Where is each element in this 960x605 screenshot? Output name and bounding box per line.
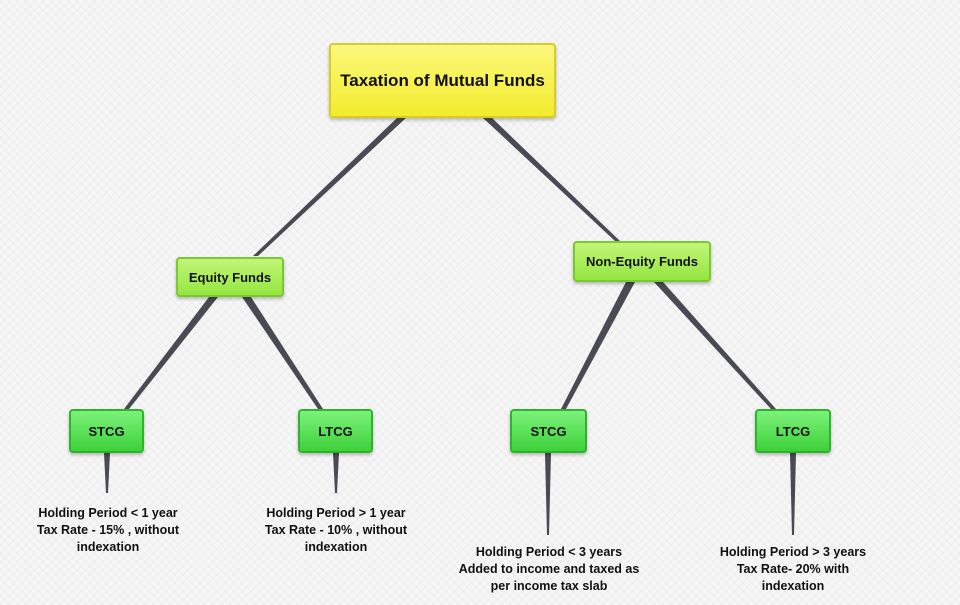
connector-nonequity-ltcg xyxy=(654,282,776,409)
connector-root-nonequity xyxy=(482,117,620,241)
note-line: Tax Rate - 15% , without xyxy=(36,523,180,537)
equity-funds-label: Equity Funds xyxy=(188,269,272,285)
nonequity-ltcg-note: Holding Period > 3 years Tax Rate- 20% w… xyxy=(693,544,893,595)
connector-equity-stcg xyxy=(124,297,218,409)
equity-ltcg-node[interactable]: LTCG xyxy=(298,409,373,453)
equity-stcg-note: Holding Period < 1 year Tax Rate - 15% ,… xyxy=(8,505,208,556)
connector-root-equity xyxy=(253,117,407,256)
note-line: Holding Period > 3 years xyxy=(719,545,867,559)
equity-stcg-label: STCG xyxy=(88,423,125,439)
note-line: Tax Rate - 10% , without xyxy=(264,523,408,537)
note-line: indexation xyxy=(304,540,368,554)
note-line: Holding Period < 1 year xyxy=(38,506,178,520)
root-node-label: Taxation of Mutual Funds xyxy=(340,70,545,90)
non-equity-funds-node[interactable]: Non-Equity Funds xyxy=(573,241,711,282)
note-line: per income tax slab xyxy=(490,579,608,593)
equity-ltcg-label: LTCG xyxy=(318,423,353,439)
note-line: indexation xyxy=(76,540,140,554)
non-equity-funds-label: Non-Equity Funds xyxy=(586,254,698,269)
stem-nonequity-stcg xyxy=(545,453,551,535)
stem-equity-ltcg xyxy=(333,453,339,493)
equity-funds-node[interactable]: Equity Funds xyxy=(176,257,284,297)
root-node[interactable]: Taxation of Mutual Funds xyxy=(329,43,556,118)
stem-equity-stcg xyxy=(104,453,110,493)
nonequity-stcg-note: Holding Period < 3 years Added to income… xyxy=(434,544,664,595)
note-line: indexation xyxy=(761,579,825,593)
nonequity-ltcg-node[interactable]: LTCG xyxy=(755,409,831,453)
connector-nonequity-stcg xyxy=(561,282,635,409)
equity-ltcg-note: Holding Period > 1 year Tax Rate - 10% ,… xyxy=(236,505,436,556)
equity-stcg-node[interactable]: STCG xyxy=(69,409,144,453)
note-line: Added to income and taxed as xyxy=(458,562,640,576)
connector-equity-ltcg xyxy=(242,297,323,409)
nonequity-stcg-label: STCG xyxy=(530,423,567,439)
note-line: Tax Rate- 20% with xyxy=(736,562,850,576)
nonequity-ltcg-label: LTCG xyxy=(775,423,811,439)
note-line: Holding Period > 1 year xyxy=(266,506,406,520)
stem-nonequity-ltcg xyxy=(790,453,796,535)
note-line: Holding Period < 3 years xyxy=(475,545,623,559)
nonequity-stcg-node[interactable]: STCG xyxy=(510,409,587,453)
